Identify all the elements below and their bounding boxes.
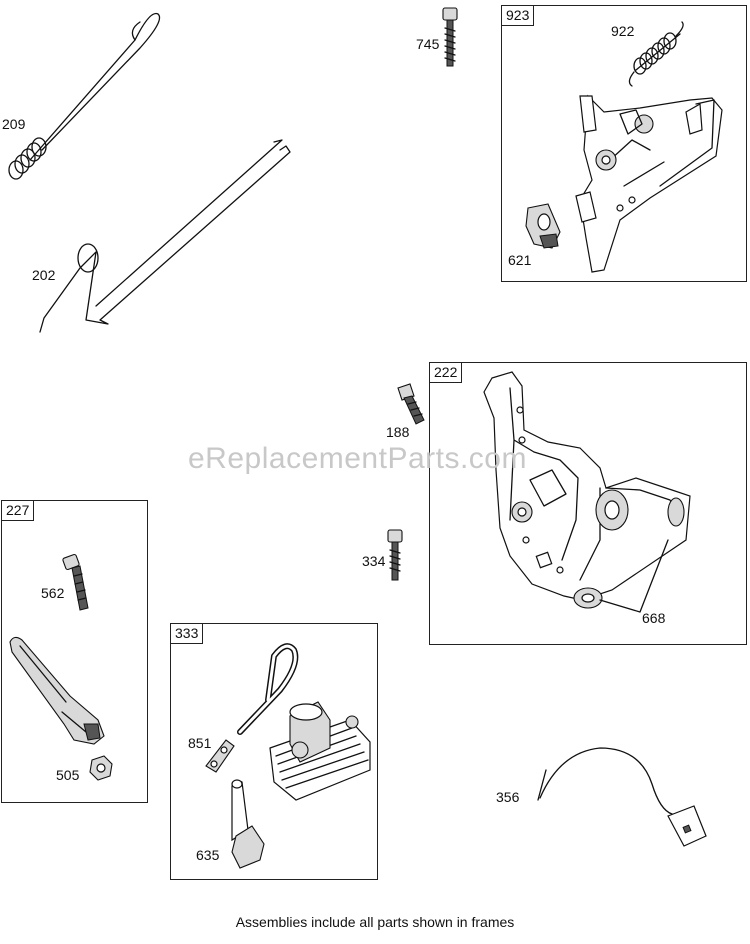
assembly-frame-227: 227 [1,500,148,803]
control-bracket-923-illustration [525,21,723,273]
rod-202-illustration [39,139,291,333]
frame-tag-923: 923 [502,6,535,26]
bolt-188-illustration [397,383,425,425]
governor-bracket-222-illustration [483,371,691,613]
part-label-209: 209 [2,116,26,132]
assembly-frame-923: 923 [501,5,747,282]
part-label-621: 621 [508,252,532,268]
part-label-562: 562 [41,585,65,601]
spring-922-illustration [628,21,684,87]
part-label-356: 356 [496,789,520,805]
throttle-lever-227-illustration [9,553,113,781]
part-label-635: 635 [196,847,220,863]
wire-356-illustration [537,747,707,847]
frame-tag-222: 222 [430,363,463,383]
part-label-202: 202 [32,267,56,283]
spring-209-illustration [8,12,161,180]
part-label-745: 745 [416,36,440,52]
bolt-334-illustration [387,529,403,581]
frames-caption: Assemblies include all parts shown in fr… [235,914,515,930]
assembly-frame-333: 333 [170,623,378,880]
part-label-505: 505 [56,767,80,783]
clip-621-illustration [525,203,561,249]
spark-plug-boot-635-illustration [231,779,265,869]
ignition-coil-333-illustration [205,643,371,869]
part-label-334: 334 [362,553,386,569]
part-label-188: 188 [386,424,410,440]
frame-tag-333: 333 [171,624,204,644]
screw-745-illustration [442,7,458,67]
part-label-668: 668 [642,610,666,626]
frame-tag-227: 227 [2,501,35,521]
part-label-851: 851 [188,735,212,751]
nut-505-illustration [89,755,113,781]
part-label-922: 922 [611,23,635,39]
screw-562-illustration [62,553,89,611]
watermark: eReplacementParts.com [188,442,527,475]
terminal-851-illustration [205,739,235,773]
assembly-frame-222: 222 [429,362,747,645]
